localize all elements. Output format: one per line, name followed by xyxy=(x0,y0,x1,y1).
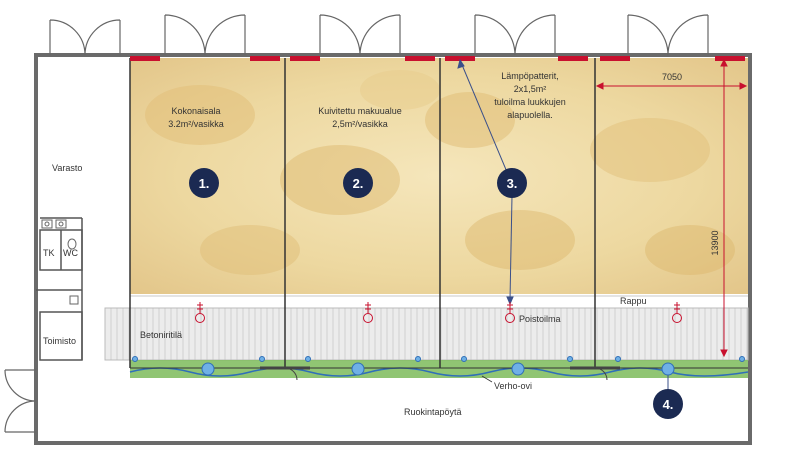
svg-text:1.: 1. xyxy=(199,176,210,191)
label-wc: WC xyxy=(63,248,78,258)
dimension-length: 13900 xyxy=(710,230,720,255)
dimension-width: 7050 xyxy=(662,72,682,82)
marker-2: 2. xyxy=(343,168,373,198)
label-lampopatterit: Lämpöpatterit, xyxy=(501,71,559,81)
left-rooms xyxy=(36,217,83,361)
bottom-left-door xyxy=(4,369,37,433)
straw-area xyxy=(130,58,748,294)
svg-text:3.: 3. xyxy=(507,176,518,191)
label-kokonaisala: Kokonaisala xyxy=(171,106,220,116)
grass-strip xyxy=(129,360,749,378)
dimension-lines xyxy=(595,58,748,358)
water-drinkers xyxy=(132,356,745,376)
sink-icons xyxy=(41,219,79,305)
heaters xyxy=(130,56,745,61)
label-tuloilma: tuloilma luukkujen xyxy=(494,97,566,107)
label-rappu: Rappu xyxy=(620,296,647,306)
label-pen1-area: 3.2m²/vasikka xyxy=(168,119,224,129)
svg-text:2.: 2. xyxy=(353,176,364,191)
marker-4: 4. xyxy=(653,389,683,419)
top-doors xyxy=(49,14,709,56)
verho-ovi-leader xyxy=(481,375,493,383)
label-verho-ovi: Verho-ovi xyxy=(494,381,532,391)
marker-1: 1. xyxy=(189,168,219,198)
label-heater-size: 2x1,5m² xyxy=(514,84,547,94)
label-poistoilma: Poistoilma xyxy=(519,314,561,324)
exhaust-air-symbols xyxy=(195,302,682,323)
label-ruokintapoyta: Ruokintapöytä xyxy=(404,407,462,417)
marker-3: 3. xyxy=(497,168,527,198)
label-betoniritila: Betoniritilä xyxy=(140,330,182,340)
slatted-floor xyxy=(104,307,749,361)
label-kuivitettu: Kuivitettu makuualue xyxy=(318,106,402,116)
label-varasto: Varasto xyxy=(52,163,82,173)
label-toimisto: Toimisto xyxy=(43,336,76,346)
marker-3-leaders xyxy=(457,58,514,306)
label-pen2-area: 2,5m²/vasikka xyxy=(332,119,388,129)
label-alapuolella: alapuolella. xyxy=(507,110,553,120)
svg-text:4.: 4. xyxy=(663,397,674,412)
label-tk: TK xyxy=(43,248,55,258)
pen-gates xyxy=(260,366,620,381)
